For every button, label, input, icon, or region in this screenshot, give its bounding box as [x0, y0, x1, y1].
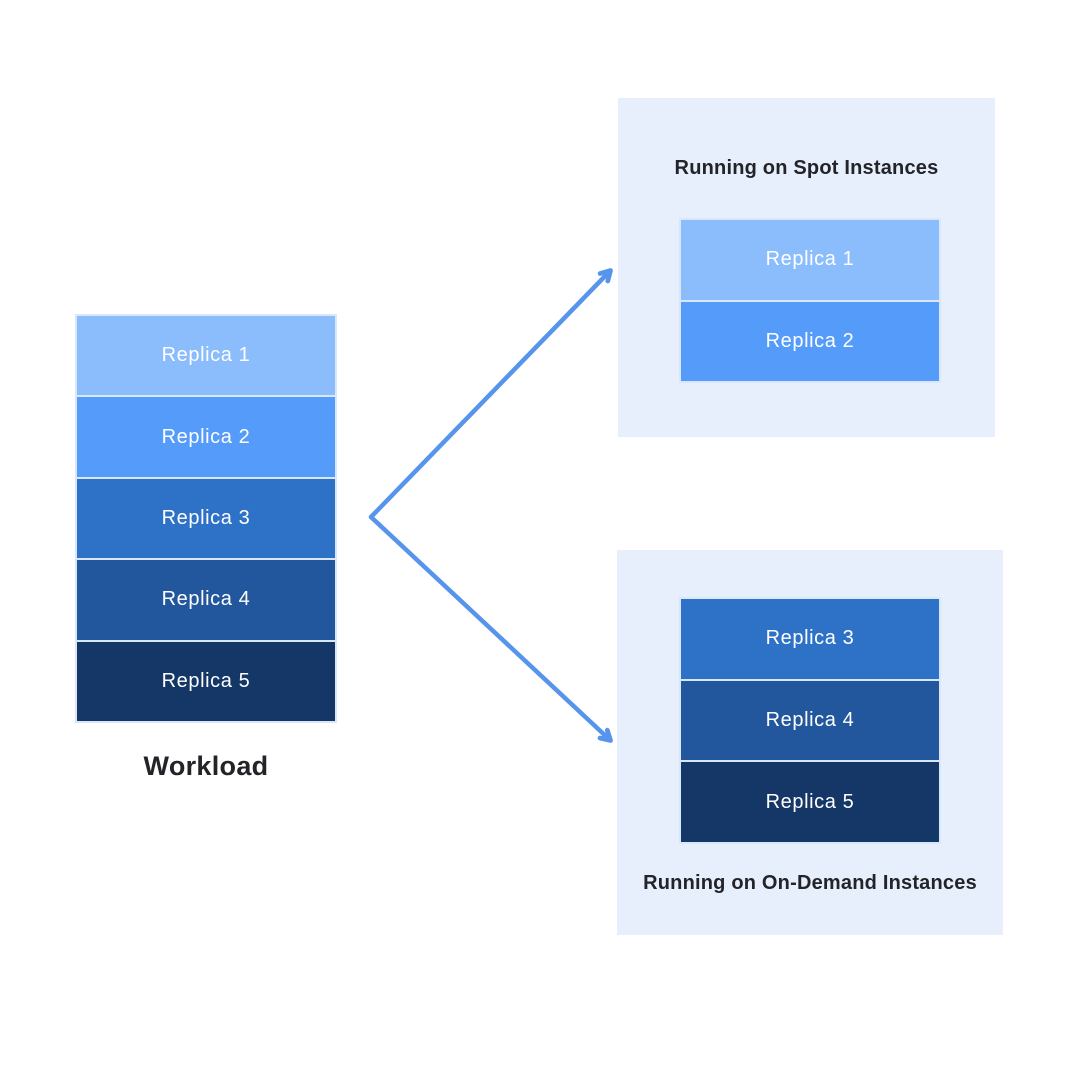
- arrow-up-right-icon: [368, 268, 613, 520]
- ondemand-replica-5: Replica 5: [681, 762, 939, 843]
- replica-label: Replica 2: [161, 425, 251, 448]
- replica-label: Replica 2: [765, 329, 855, 352]
- workload-replica-5: Replica 5: [77, 641, 335, 722]
- ondemand-replica-stack: Replica 3 Replica 4 Replica 5: [679, 597, 941, 844]
- workload-replica-4: Replica 4: [77, 560, 335, 640]
- ondemand-replica-3: Replica 3: [681, 599, 939, 679]
- replica-label: Replica 1: [161, 344, 251, 367]
- ondemand-panel-title: Running on On-Demand Instances: [643, 872, 977, 894]
- replica-label: Replica 3: [161, 507, 251, 530]
- replica-label: Replica 5: [765, 790, 855, 813]
- replica-label: Replica 1: [765, 248, 855, 271]
- arrow-down-right-icon: [368, 514, 613, 743]
- workload-replica-1: Replica 1: [77, 316, 335, 396]
- replica-label: Replica 4: [765, 709, 855, 731]
- spot-replica-stack: Replica 1 Replica 2: [679, 218, 941, 383]
- spot-panel-title: Running on Spot Instances: [674, 157, 939, 179]
- spot-replica-1: Replica 1: [681, 220, 939, 300]
- replica-label: Replica 5: [161, 669, 251, 692]
- workload-title: Workload: [143, 751, 269, 781]
- workload-replica-3: Replica 3: [77, 478, 335, 559]
- workload-replica-2: Replica 2: [77, 397, 335, 477]
- replica-label: Replica 3: [765, 627, 855, 650]
- workload-stack: Replica 1 Replica 2 Replica 3 Replica 4 …: [75, 314, 337, 723]
- ondemand-replica-4: Replica 4: [681, 680, 939, 761]
- spot-replica-2: Replica 2: [681, 301, 939, 381]
- replica-label: Replica 4: [161, 588, 251, 611]
